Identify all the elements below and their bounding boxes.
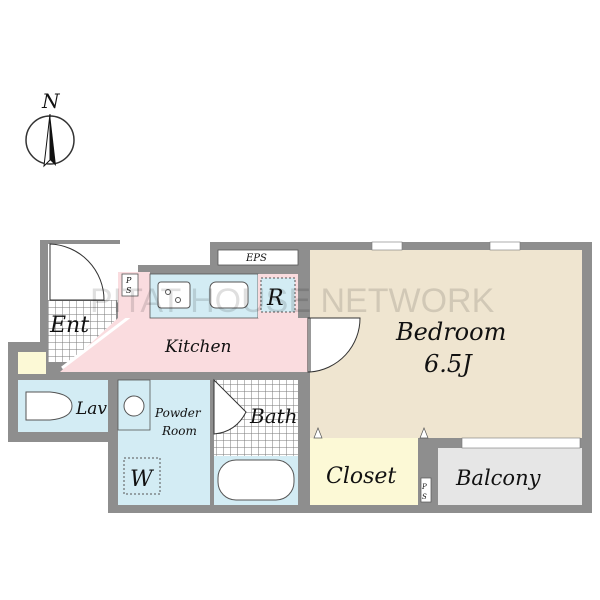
svg-text:S: S	[126, 286, 132, 295]
svg-text:Room: Room	[161, 424, 197, 438]
powder-room: Powder Room W	[117, 379, 210, 505]
watermark: PITAT HOUSE NETWORK	[90, 282, 495, 320]
svg-text:P: P	[421, 483, 427, 491]
eps-box	[217, 249, 299, 266]
room-label-balcony: Balcony	[455, 466, 542, 490]
pipe-space-kitchen	[121, 273, 139, 297]
room-label-closet: Closet	[326, 464, 396, 489]
balcony: Balcony	[438, 437, 582, 505]
closet: P S Closet	[310, 427, 432, 505]
bath-door-icon	[213, 378, 247, 435]
window	[371, 241, 403, 251]
window	[489, 241, 521, 251]
pipe-space-closet	[420, 477, 432, 503]
svg-text:Powder: Powder	[154, 406, 202, 420]
stove-icon	[157, 281, 191, 309]
entry-door-icon	[49, 243, 105, 301]
svg-text:P: P	[125, 276, 132, 285]
svg-text:EPS: EPS	[245, 253, 267, 264]
room-size-label: 6.5J	[424, 350, 473, 378]
sliding-door	[461, 437, 581, 449]
toilet-icon	[25, 391, 73, 421]
room-label-kitchen: Kitchen	[164, 337, 231, 357]
room-label-lav: Lav	[75, 399, 107, 419]
washer-space	[123, 457, 161, 495]
bath: Bath	[213, 378, 298, 505]
bathtub-icon	[217, 459, 295, 501]
svg-text:S: S	[422, 493, 427, 501]
north-compass-icon: N	[25, 89, 75, 168]
room-label-entrance: Ent	[49, 313, 89, 338]
wash-basin-icon	[123, 395, 145, 417]
room-label-bath: Bath	[249, 404, 298, 428]
compass-label: N	[41, 89, 61, 113]
svg-text:R: R	[266, 286, 284, 311]
svg-text:W: W	[130, 467, 155, 492]
lavatory: Lav	[18, 380, 108, 432]
shoe-box	[18, 352, 46, 374]
bedroom: Bedroom 6.5J	[309, 241, 582, 438]
sink-icon	[209, 281, 249, 309]
room-label-bedroom: Bedroom	[395, 318, 506, 346]
refrigerator-space	[260, 277, 296, 313]
